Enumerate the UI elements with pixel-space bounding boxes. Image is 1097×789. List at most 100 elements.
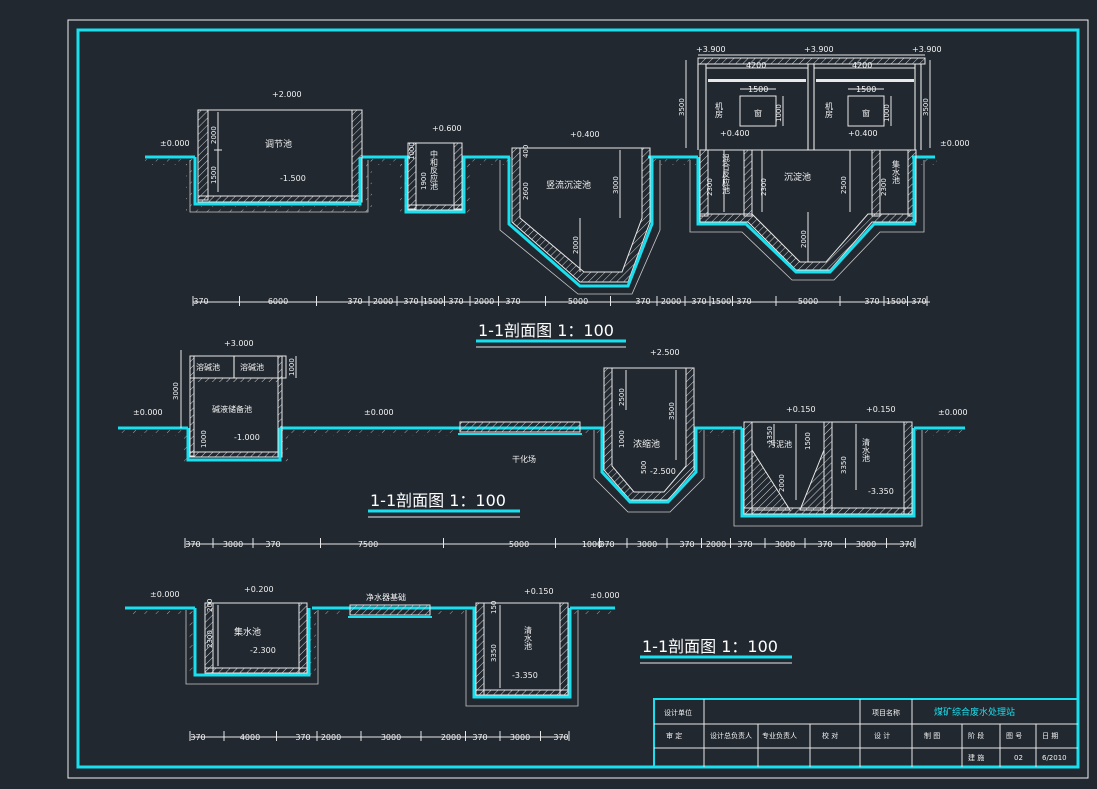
purifier-base bbox=[348, 604, 432, 618]
tb-specialty: 专业负责人 bbox=[762, 731, 797, 740]
r3-elev-clear-bottom: -3.350 bbox=[512, 671, 538, 680]
row3-section bbox=[125, 602, 615, 738]
mix-reactor-settler bbox=[689, 149, 925, 281]
row3-collect-tank bbox=[185, 602, 319, 685]
dim-d-1000: 1000 bbox=[288, 358, 296, 376]
machine-room bbox=[685, 54, 931, 150]
dim-2300-b: 2300 bbox=[760, 178, 768, 196]
section-title-2: 1-1剖面图 1：100 bbox=[370, 491, 506, 510]
dim-m-2000: 2000 bbox=[800, 230, 808, 248]
section-title-1: 1-1剖面图 1：100 bbox=[478, 321, 614, 340]
row2-dim-label: 370 bbox=[599, 540, 614, 549]
sheet-inner-border bbox=[76, 28, 1080, 769]
dim-3500: 3500 bbox=[668, 402, 676, 420]
dim-2500: 2500 bbox=[840, 176, 848, 194]
collect-tank-label: 集水池 bbox=[892, 159, 901, 184]
dim-2300-a: 2300 bbox=[706, 178, 714, 196]
row2-section bbox=[118, 350, 965, 545]
dim-2600: 2600 bbox=[522, 182, 530, 200]
regulating-tank-label: 调节池 bbox=[265, 138, 292, 150]
section-title-3: 1-1剖面图 1：100 bbox=[642, 637, 778, 656]
row2-dim-label: 3000 bbox=[775, 540, 795, 549]
row1-dim-label: 370 bbox=[448, 297, 463, 306]
row2-dim-label: 5000 bbox=[509, 540, 529, 549]
elev-zero-3: ±0.000 bbox=[938, 408, 968, 417]
r3-dim-200: 200 bbox=[206, 599, 214, 612]
row1-dim-label: 370 bbox=[193, 297, 208, 306]
tb-date: 日 期 bbox=[1042, 732, 1058, 740]
elev-regulating-bottom: -1.500 bbox=[280, 174, 306, 183]
elev-settling: +0.400 bbox=[570, 130, 600, 139]
elev-zero-1: ±0.000 bbox=[133, 408, 163, 417]
row1-dim-label: 370 bbox=[635, 297, 650, 306]
row2-dim-label: 370 bbox=[817, 540, 832, 549]
reactor-label: 中和反应池 bbox=[430, 149, 439, 190]
r3-elev-zero-1: ±0.000 bbox=[150, 590, 180, 599]
elev-reactor: +0.600 bbox=[432, 124, 462, 133]
row1-dim-label: 370 bbox=[911, 297, 926, 306]
row3-dim-label: 370 bbox=[553, 733, 568, 742]
tb-no-value: 02 bbox=[1014, 754, 1023, 762]
row1-dim-label: 6000 bbox=[268, 297, 288, 306]
elev-thick-bottom: -2.500 bbox=[650, 467, 676, 476]
row1-dim-label: 370 bbox=[691, 297, 706, 306]
elev-zero-2: ±0.000 bbox=[364, 408, 394, 417]
elev-room-1: +3.900 bbox=[696, 45, 726, 54]
row1-dim-label: 2000 bbox=[474, 297, 494, 306]
dim-400: 400 bbox=[522, 145, 530, 158]
row1-dim-label: 370 bbox=[347, 297, 362, 306]
row3-dim-label: 3000 bbox=[381, 733, 401, 742]
row2-dim-label: 3000 bbox=[856, 540, 876, 549]
dim-reactor-1000: 1000 bbox=[408, 142, 416, 160]
elev-zero-right: ±0.000 bbox=[940, 139, 970, 148]
machine-room-2: 机房 bbox=[825, 101, 834, 119]
dim-3350: 3350 bbox=[840, 456, 848, 474]
dim-4200-b: 4200 bbox=[852, 61, 872, 70]
title-block-frame bbox=[653, 698, 1079, 768]
tb-check: 校 对 bbox=[822, 731, 838, 740]
clear-tank-label: 清水池 bbox=[862, 437, 871, 462]
r3-elev-clear: +0.150 bbox=[524, 587, 554, 596]
r3-dim-3350: 3350 bbox=[490, 644, 498, 662]
settler-label: 沉淀池 bbox=[784, 171, 811, 183]
row2-dim-label: 370 bbox=[679, 540, 694, 549]
elev-sludge: +0.150 bbox=[786, 405, 816, 414]
window-2: 窗 bbox=[862, 108, 870, 118]
row3-dim-label: 3000 bbox=[510, 733, 530, 742]
elev-storage-bottom: -1.000 bbox=[234, 433, 260, 442]
row1-dim-label: 370 bbox=[864, 297, 879, 306]
row3-dim-label: 370 bbox=[190, 733, 205, 742]
row1-dim-label: 5000 bbox=[798, 297, 818, 306]
elev-regulating-top: +2.000 bbox=[272, 90, 302, 99]
tb-design-unit: 设计单位 bbox=[664, 708, 692, 717]
dim-1500-a: 1500 bbox=[748, 85, 768, 94]
dim-1500: 1500 bbox=[210, 166, 218, 184]
row2-dim-label: 370 bbox=[185, 540, 200, 549]
row1-dim-label: 1500 bbox=[423, 297, 443, 306]
sheet-outer-border bbox=[67, 19, 1089, 779]
elev-thick: +2.500 bbox=[650, 348, 680, 357]
dim-3500-r: 3500 bbox=[922, 98, 930, 116]
elev-room-3: +3.900 bbox=[912, 45, 942, 54]
tb-project-name: 煤矿综合废水处理站 bbox=[934, 706, 1015, 718]
row1-dim-label: 370 bbox=[505, 297, 520, 306]
tb-stage-value: 建 施 bbox=[968, 753, 984, 762]
regulating-tank bbox=[186, 109, 372, 213]
tb-design: 设 计 bbox=[874, 731, 890, 740]
window-1: 窗 bbox=[754, 108, 762, 118]
dim-3500-l: 3500 bbox=[678, 98, 686, 116]
thickener bbox=[593, 367, 705, 513]
elev-room-2: +3.900 bbox=[804, 45, 834, 54]
drying-field bbox=[458, 421, 582, 435]
sludge-tank-label: 污泥池 bbox=[768, 439, 792, 449]
storage-label: 碱液储备池 bbox=[212, 404, 252, 414]
dim-s-1000: 1000 bbox=[200, 430, 208, 448]
tb-drawing-no: 图 号 bbox=[1006, 732, 1022, 740]
row2-dim-label: 3000 bbox=[223, 540, 243, 549]
dim-2500: 2500 bbox=[618, 388, 626, 406]
dim-sl-2000: 2000 bbox=[778, 474, 786, 492]
row1-dim-label: 370 bbox=[403, 297, 418, 306]
